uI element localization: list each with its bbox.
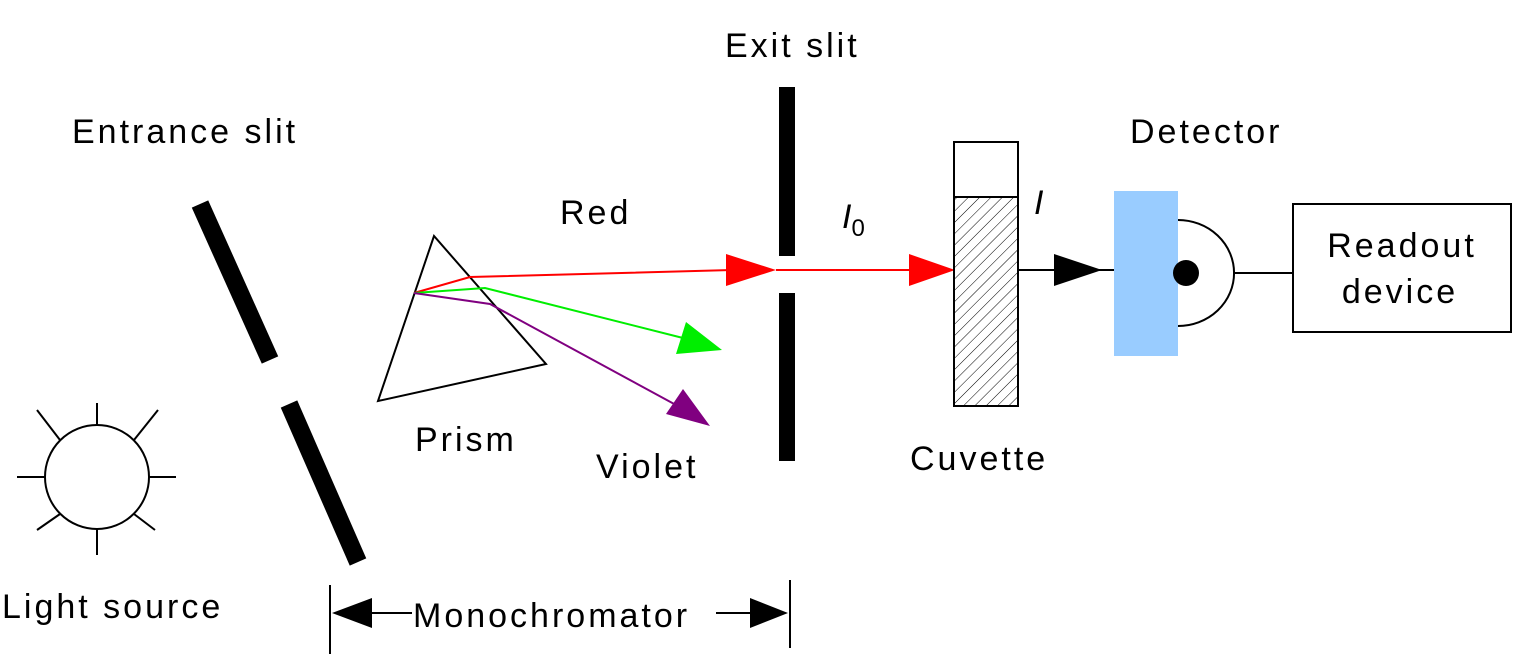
- entrance-slit: [191, 200, 367, 566]
- readout-device-box: [1292, 203, 1512, 333]
- incident-beam-arrowhead: [909, 254, 955, 286]
- detector-label: Detector: [1130, 113, 1283, 151]
- violet-ray-arrowhead: [666, 389, 710, 426]
- cuvette-sample: [953, 196, 1019, 407]
- prism-label: Prism: [415, 421, 517, 459]
- light-source-icon: [17, 403, 176, 555]
- monochromator-span: [329, 580, 791, 654]
- readout-label-line1: Readout: [1327, 227, 1477, 265]
- violet-ray: [413, 292, 677, 406]
- dispersed-rays: [413, 254, 776, 426]
- detector-element: [1173, 260, 1199, 286]
- cuvette: [953, 141, 1019, 407]
- green-ray-arrowhead: [676, 322, 722, 354]
- exit-slit-label: Exit slit: [725, 27, 860, 65]
- red-ray-arrowhead: [726, 254, 776, 286]
- entrance-slit-label: Entrance slit: [72, 113, 298, 151]
- detector-window: [1114, 191, 1178, 356]
- transmitted-beam-arrowhead: [1054, 254, 1102, 286]
- light-source-label: Light source: [2, 588, 223, 626]
- transmitted-intensity-label: I: [1034, 184, 1044, 222]
- monochromator-label: Monochromator: [413, 597, 690, 635]
- red-ray: [413, 269, 733, 294]
- violet-label: Violet: [596, 448, 698, 486]
- prism-shape: [376, 234, 548, 403]
- incident-intensity-label: I0: [842, 198, 865, 242]
- readout-label-line2: device: [1342, 273, 1458, 311]
- detector: [1114, 191, 1293, 356]
- red-label: Red: [560, 194, 631, 232]
- green-ray: [413, 286, 684, 339]
- cuvette-label: Cuvette: [910, 440, 1048, 478]
